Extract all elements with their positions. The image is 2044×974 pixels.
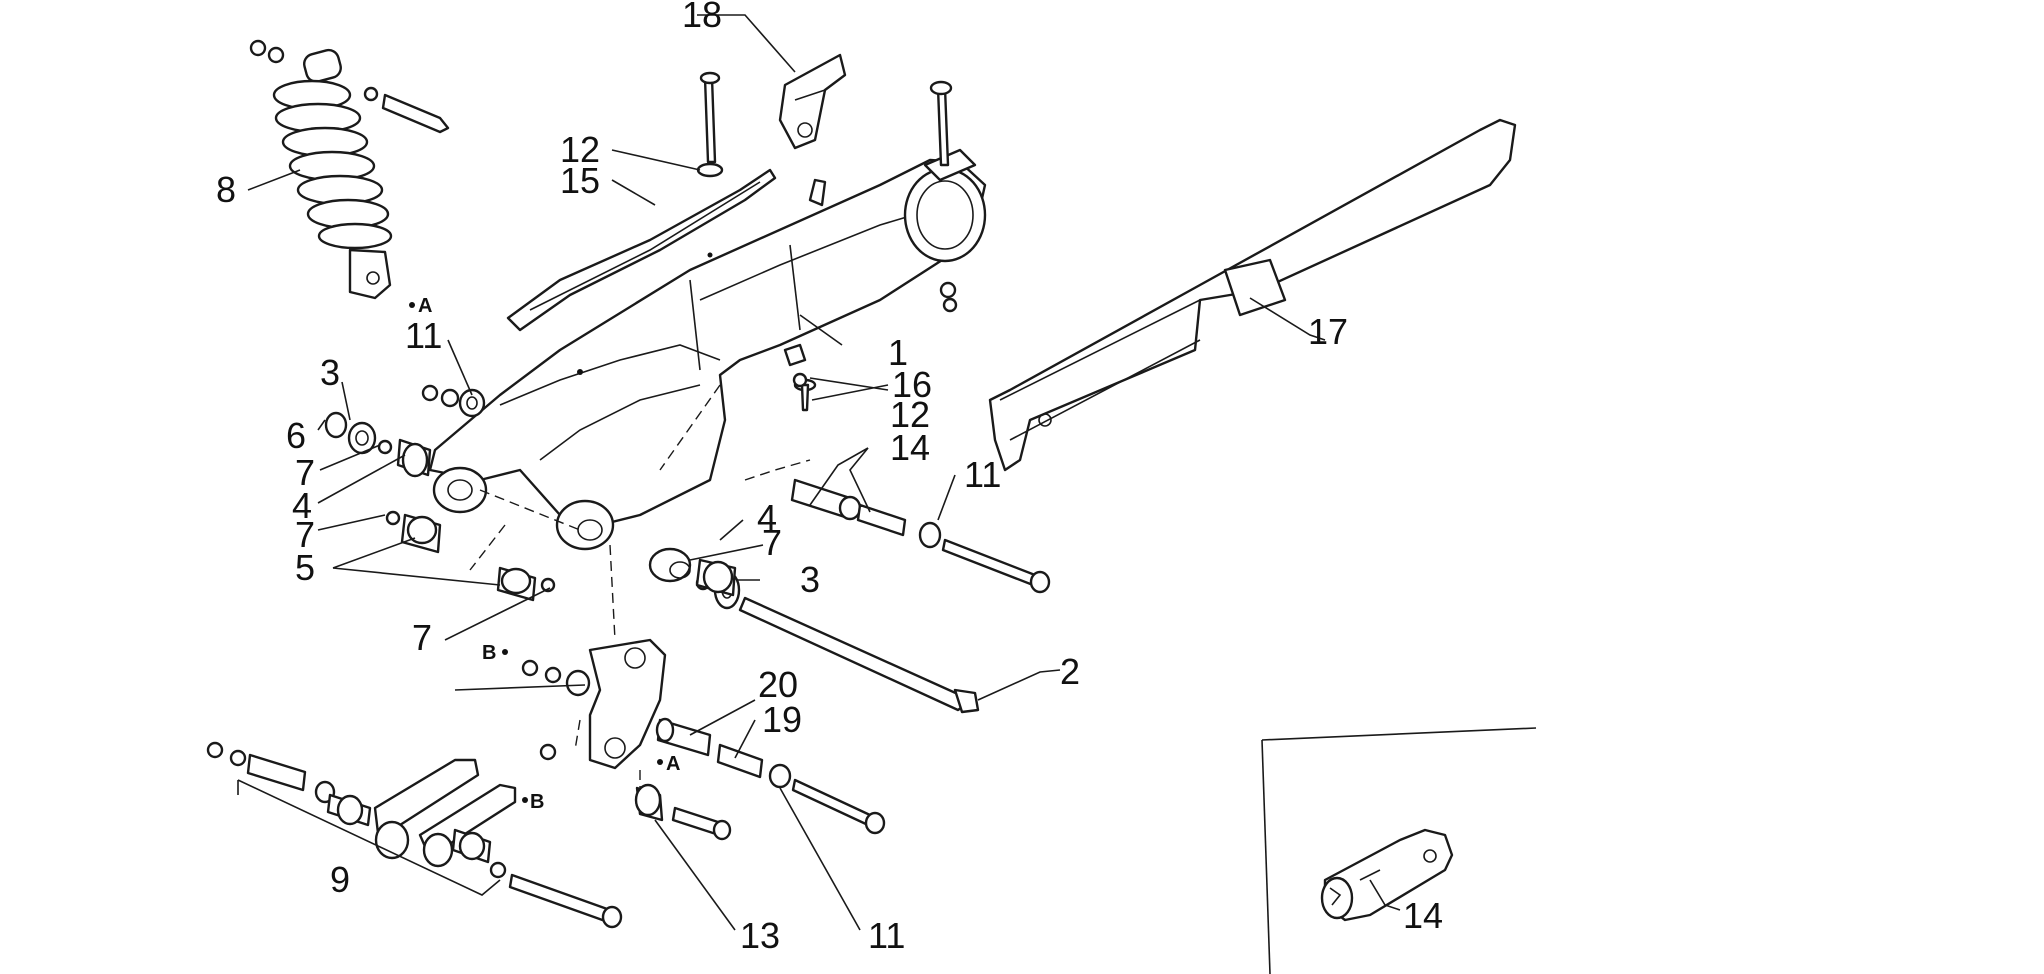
callout-3: 3 bbox=[800, 559, 820, 600]
callout-7: 7 bbox=[412, 617, 432, 658]
mark-a-dot bbox=[409, 302, 415, 308]
callout-13: 13 bbox=[740, 915, 780, 956]
callout-7: 7 bbox=[295, 452, 315, 493]
chain-guard bbox=[988, 118, 1517, 472]
callout-12: 12 bbox=[560, 129, 600, 170]
callout-16: 16 bbox=[892, 364, 932, 405]
callout-2: 2 bbox=[1060, 651, 1080, 692]
shock-absorber bbox=[249, 39, 450, 300]
callout-7: 7 bbox=[295, 514, 315, 555]
mark-b-dot bbox=[502, 649, 508, 655]
callout-11: 11 bbox=[405, 315, 442, 356]
mark-b-lower: B bbox=[530, 791, 544, 813]
callout-20: 20 bbox=[758, 664, 798, 705]
mark-a-lower: A bbox=[666, 753, 680, 775]
callout-7: 7 bbox=[762, 522, 782, 563]
linkage-rocker bbox=[521, 638, 886, 841]
dogbone-link bbox=[206, 741, 623, 929]
callout-15: 15 bbox=[560, 160, 600, 201]
callout-19: 19 bbox=[762, 699, 802, 740]
callout-5: 5 bbox=[295, 547, 315, 588]
right-spacers bbox=[695, 478, 1051, 597]
callout-11: 11 bbox=[964, 454, 1001, 495]
callout-6: 6 bbox=[286, 415, 306, 456]
callout-17: 17 bbox=[1308, 311, 1348, 352]
callout-11: 11 bbox=[868, 915, 905, 956]
bracket bbox=[778, 53, 847, 150]
mark-b-upper: B bbox=[482, 642, 496, 664]
callout-9: 9 bbox=[330, 859, 350, 900]
callout-4: 4 bbox=[757, 497, 777, 538]
mark-a-upper: A bbox=[418, 295, 432, 317]
callout-8: 8 bbox=[216, 169, 236, 210]
callout-14: 14 bbox=[1403, 895, 1443, 936]
connection-marks: A A B B bbox=[409, 295, 680, 813]
callout-1: 1 bbox=[888, 332, 908, 373]
left-pivot-parts bbox=[324, 384, 556, 602]
chain-slider bbox=[506, 168, 777, 332]
alignment-lines bbox=[469, 384, 811, 790]
callout-3: 3 bbox=[320, 352, 340, 393]
mark-a-dot bbox=[657, 759, 663, 765]
callout-18: 18 bbox=[682, 0, 722, 35]
tool-inset bbox=[1261, 727, 1537, 974]
callout-12: 12 bbox=[890, 394, 930, 435]
callout-labels: 18 8 12 15 17 11 1 16 3 12 14 6 11 7 4 4… bbox=[216, 0, 1443, 956]
mark-b-dot bbox=[522, 797, 528, 803]
callout-4: 4 bbox=[292, 485, 312, 526]
leader-lines bbox=[237, 14, 1401, 931]
callout-14: 14 bbox=[890, 427, 930, 468]
